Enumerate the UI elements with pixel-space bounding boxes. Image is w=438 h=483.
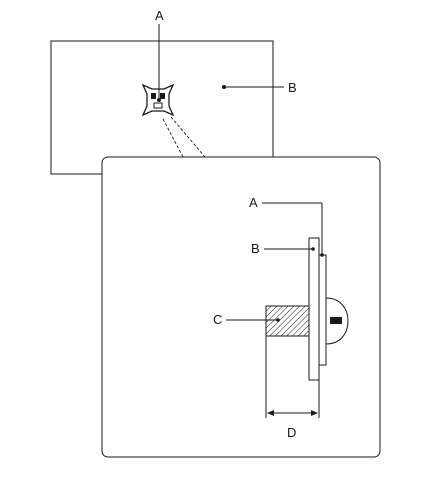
bracket-plate [308,237,320,381]
detail-label-c: C [213,312,222,327]
top-label-a: A [155,8,164,23]
top-label-b: B [288,80,297,95]
detail-leader-b-dot [311,247,315,251]
dimension-label-d: D [287,425,296,440]
top-leader-a-dot [157,98,161,102]
monitor-back-section [318,254,327,366]
detail-label-a: A [249,195,258,210]
screw-head-slot [330,317,342,324]
dimension-d-arrow-right [311,410,318,416]
dimension-d-arrow-left [267,410,274,416]
zoom-line-left [162,118,184,158]
detail-label-b: B [251,241,260,256]
detail-leader-c-dot [276,318,280,322]
screw-shaft [265,305,311,337]
zoom-line-right [170,116,206,158]
detail-callout-box [101,156,381,458]
detail-leader-a-dot [320,253,324,257]
